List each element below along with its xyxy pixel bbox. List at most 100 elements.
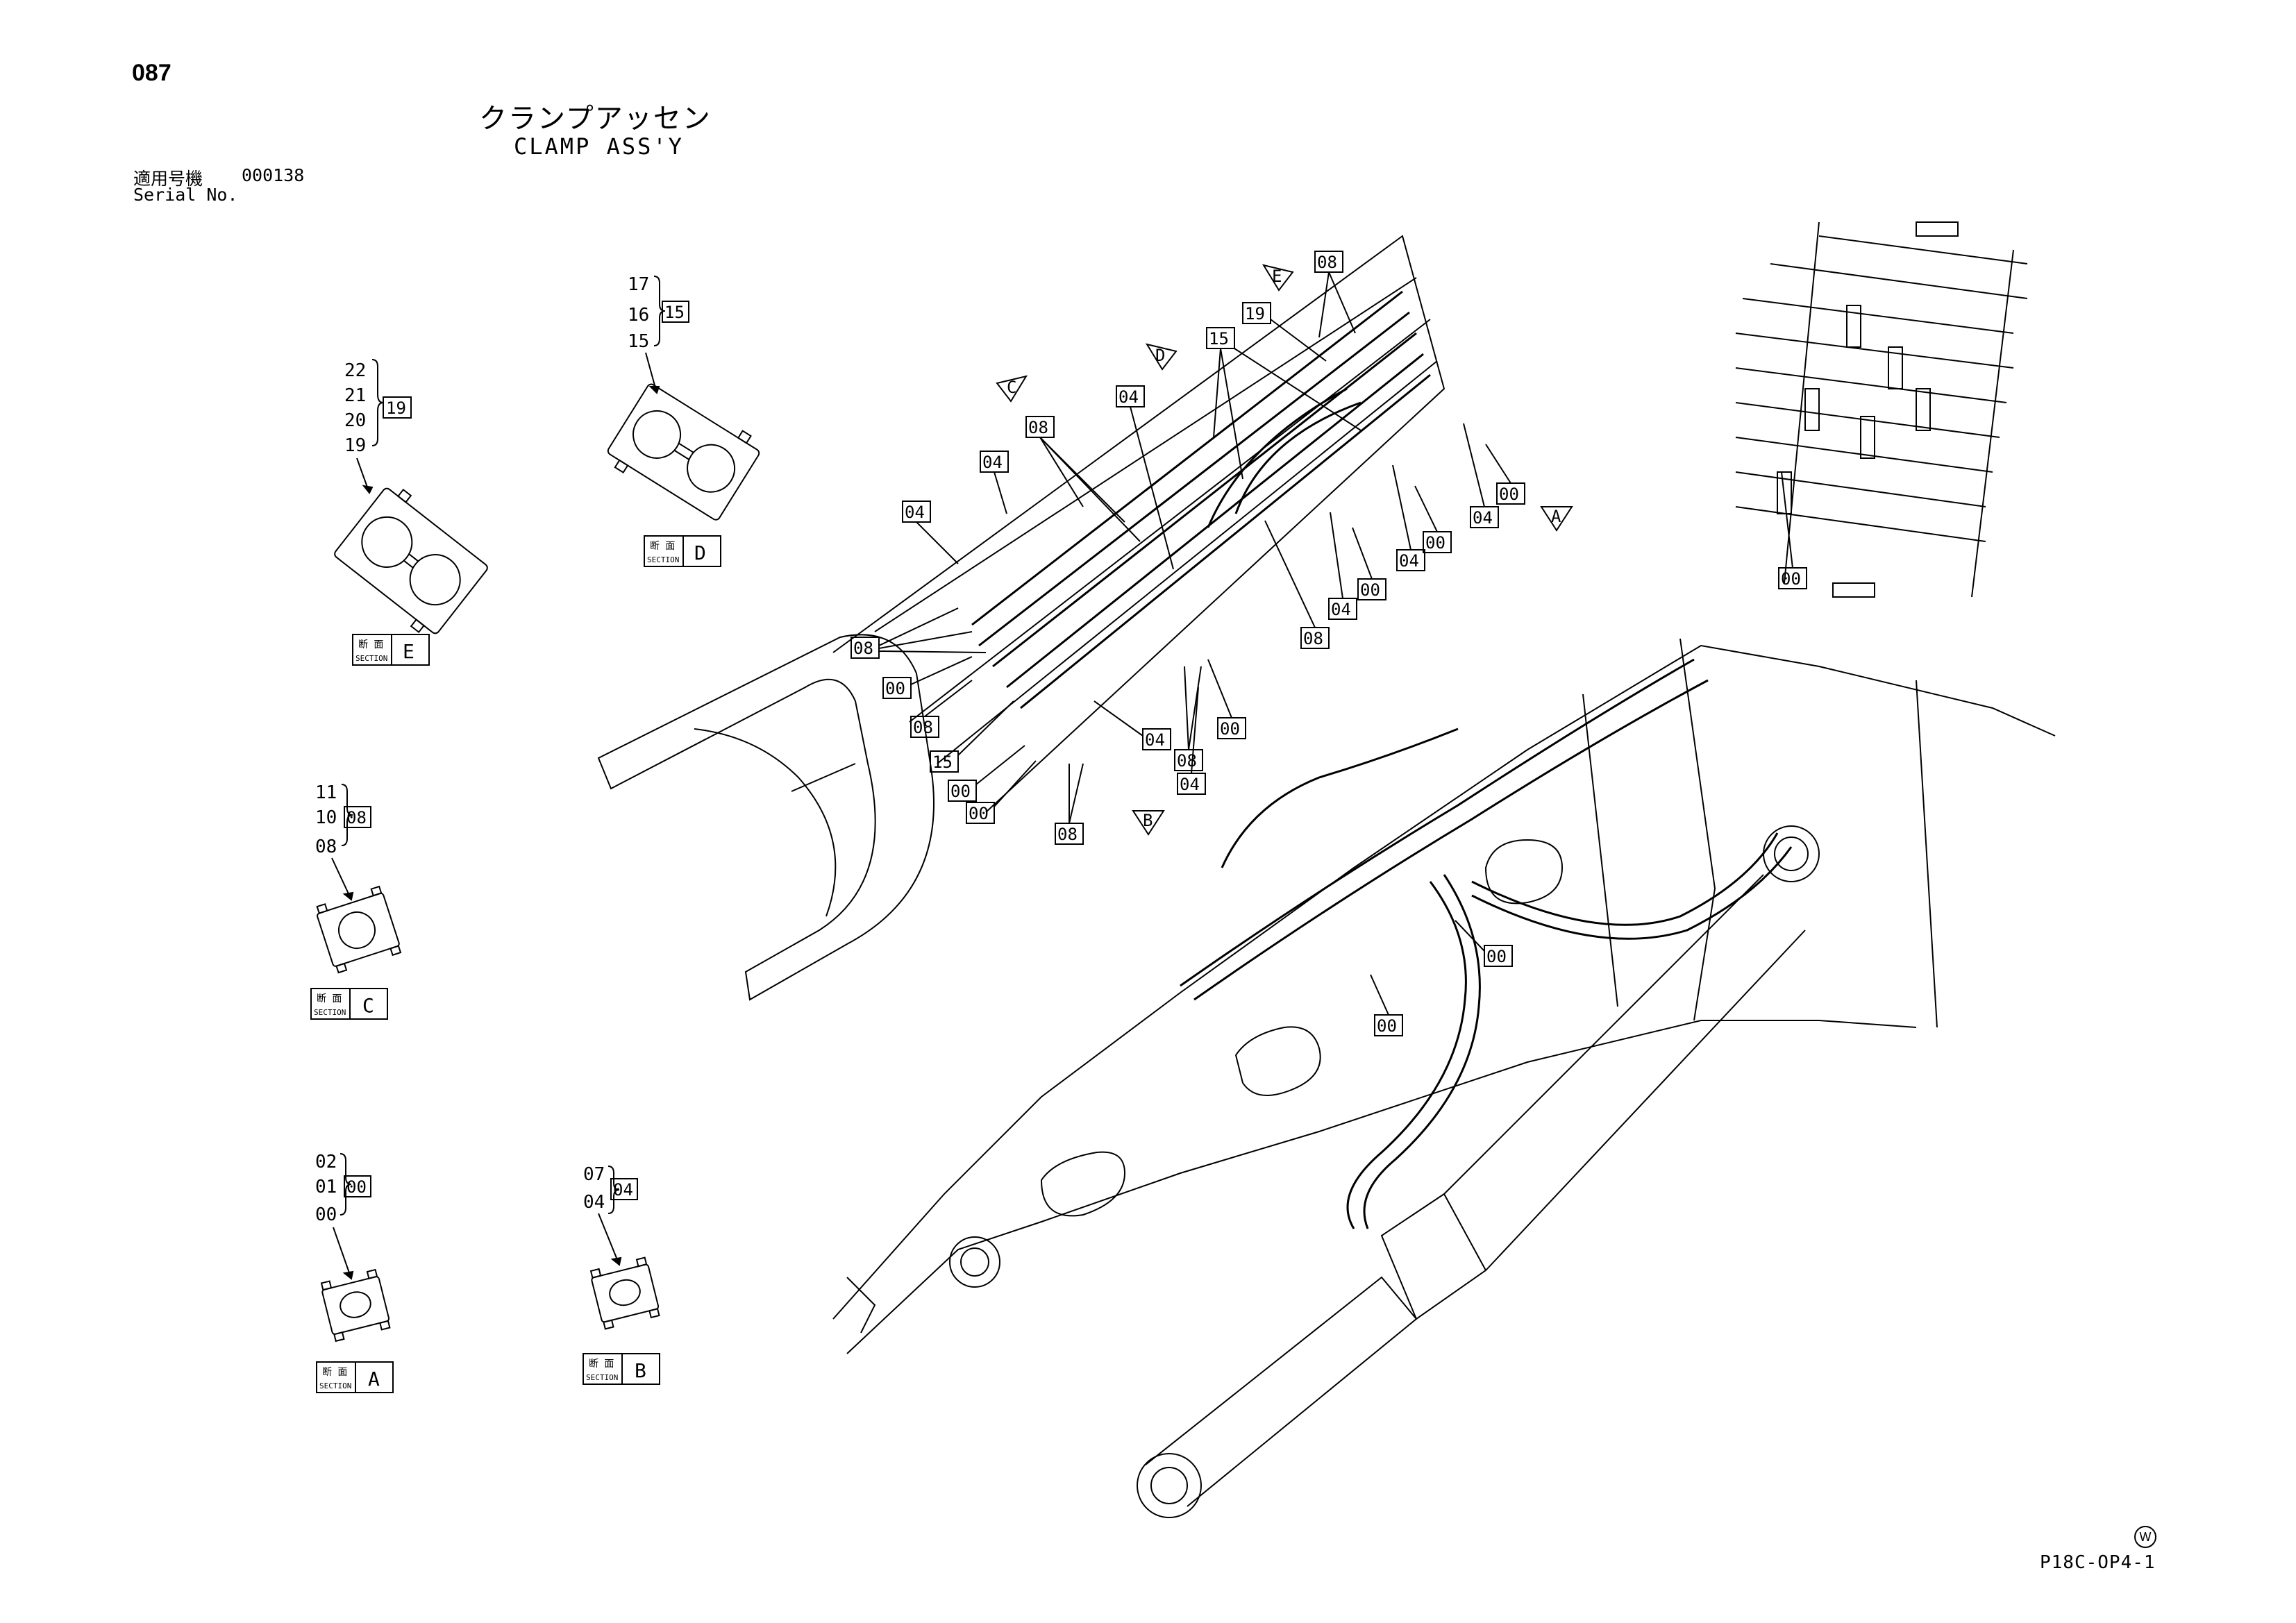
svg-text:08: 08 [913, 718, 933, 737]
inset-view [1735, 221, 2028, 598]
svg-text:04: 04 [905, 503, 925, 522]
svg-text:00: 00 [1486, 947, 1507, 966]
svg-text:01: 01 [315, 1177, 337, 1197]
svg-text:A: A [368, 1368, 380, 1390]
svg-text:04: 04 [1145, 730, 1165, 750]
svg-text:15: 15 [1209, 329, 1229, 348]
group-c-legend: 11 10 08 08 [315, 782, 371, 901]
callout-08-top: 08 [1314, 251, 1356, 338]
callout-00-a: 00 [1485, 444, 1525, 505]
callout-00-c: 00 [1352, 527, 1386, 600]
group-d-legend: 17 16 15 15 [628, 274, 689, 394]
group-e-part-1: 21 [344, 385, 366, 406]
callout-04-c: 04 [1463, 423, 1499, 528]
view-marker-c: C [996, 375, 1028, 403]
svg-text:02: 02 [315, 1152, 337, 1172]
section-label-d: 断 面 SECTION D [644, 535, 721, 567]
svg-text:B: B [635, 1359, 646, 1382]
svg-text:15: 15 [664, 303, 685, 322]
callout-04-b: 04 [980, 451, 1009, 514]
page-number: 087 [132, 60, 171, 86]
group-b-legend: 07 04 04 [583, 1164, 638, 1266]
callout-00-e: 00 [882, 656, 973, 699]
serial-label-jp: 適用号機 [133, 169, 203, 189]
section-label-e: 断 面 SECTION E [352, 634, 430, 666]
svg-text:11: 11 [315, 782, 337, 803]
callout-00-d: 00 [1207, 659, 1246, 739]
group-a-legend: 02 01 00 00 [315, 1152, 371, 1280]
callouts: 08 19 15 04 08 04 04 00 04 00 04 00 04 0… [850, 251, 1807, 1036]
svg-text:15: 15 [932, 752, 953, 772]
section-label-c: 断 面 SECTION C [310, 988, 388, 1020]
group-e-part-3: 19 [344, 435, 366, 456]
svg-text:B: B [1143, 811, 1153, 830]
serial-label-en: Serial No. [133, 185, 238, 205]
title-japanese: クランプアッセン [479, 103, 712, 135]
svg-text:00: 00 [1220, 719, 1240, 739]
callout-08-d: 08 [1174, 666, 1203, 771]
svg-text:08: 08 [1057, 825, 1078, 844]
callout-08-f: 08 [910, 680, 973, 738]
svg-text:04: 04 [1180, 775, 1200, 794]
callout-15-top: 15 [1206, 327, 1361, 480]
svg-text:08: 08 [346, 808, 367, 827]
group-e-legend: 22 21 20 19 19 [344, 359, 412, 494]
svg-text:17: 17 [628, 274, 649, 295]
section-b-detail [589, 1256, 660, 1330]
callout-00-inset: 00 [1778, 471, 1807, 589]
group-e-ref: 19 [386, 398, 406, 418]
svg-text:08: 08 [1317, 253, 1337, 272]
svg-text:SECTION: SECTION [647, 555, 679, 564]
svg-text:00: 00 [1425, 533, 1446, 553]
callout-00-f: 00 [948, 745, 1025, 802]
watermark-circle-icon: W [2134, 1526, 2156, 1548]
svg-text:断 面: 断 面 [358, 639, 383, 650]
svg-text:15: 15 [628, 331, 649, 352]
callout-08-b: 08 [1025, 416, 1141, 542]
section-e-detail [334, 487, 488, 634]
title-english: CLAMP ASS'Y [514, 133, 684, 160]
svg-text:00: 00 [1377, 1016, 1397, 1036]
svg-text:SECTION: SECTION [319, 1381, 351, 1390]
view-marker-d: D [1145, 343, 1178, 371]
svg-text:04: 04 [982, 453, 1003, 472]
svg-text:08: 08 [1303, 629, 1323, 648]
svg-text:08: 08 [1177, 751, 1197, 771]
svg-text:04: 04 [1331, 600, 1351, 619]
callout-00-h: 00 [1455, 920, 1513, 967]
view-marker-b: B [1132, 810, 1165, 836]
svg-text:08: 08 [315, 836, 337, 857]
callout-04-e: 04 [1328, 512, 1357, 620]
section-c-detail [316, 885, 402, 974]
svg-text:19: 19 [1245, 304, 1265, 323]
svg-text:07: 07 [583, 1164, 605, 1185]
svg-text:04: 04 [583, 1192, 605, 1213]
group-e-part-0: 22 [344, 360, 366, 381]
section-label-a: 断 面 SECTION A [316, 1361, 394, 1393]
svg-text:00: 00 [1781, 569, 1801, 589]
callout-19: 19 [1242, 302, 1327, 362]
section-d-detail [607, 383, 760, 521]
svg-text:断 面: 断 面 [650, 541, 675, 552]
svg-text:04: 04 [1118, 387, 1139, 407]
svg-text:10: 10 [315, 807, 337, 828]
callout-08-g: 08 [1055, 763, 1084, 845]
svg-text:00: 00 [1360, 580, 1380, 600]
svg-text:E: E [1272, 267, 1282, 286]
callout-08-e: 08 [850, 607, 987, 659]
drawing-code: P18C-OP4-1 [2040, 1552, 2156, 1573]
view-marker-a: A [1540, 506, 1573, 532]
svg-text:D: D [1155, 346, 1165, 365]
svg-text:00: 00 [315, 1204, 337, 1225]
serial-value: 000138 [242, 165, 305, 185]
svg-text:SECTION: SECTION [355, 654, 387, 663]
svg-text:断 面: 断 面 [317, 993, 342, 1004]
section-label-b: 断 面 SECTION B [583, 1353, 660, 1385]
callout-15-b: 15 [930, 700, 1014, 773]
svg-text:04: 04 [1399, 551, 1419, 571]
svg-text:D: D [694, 541, 706, 564]
svg-text:00: 00 [346, 1177, 367, 1197]
svg-text:A: A [1551, 507, 1561, 526]
svg-text:00: 00 [950, 782, 971, 801]
callout-04-f: 04 [902, 501, 959, 564]
